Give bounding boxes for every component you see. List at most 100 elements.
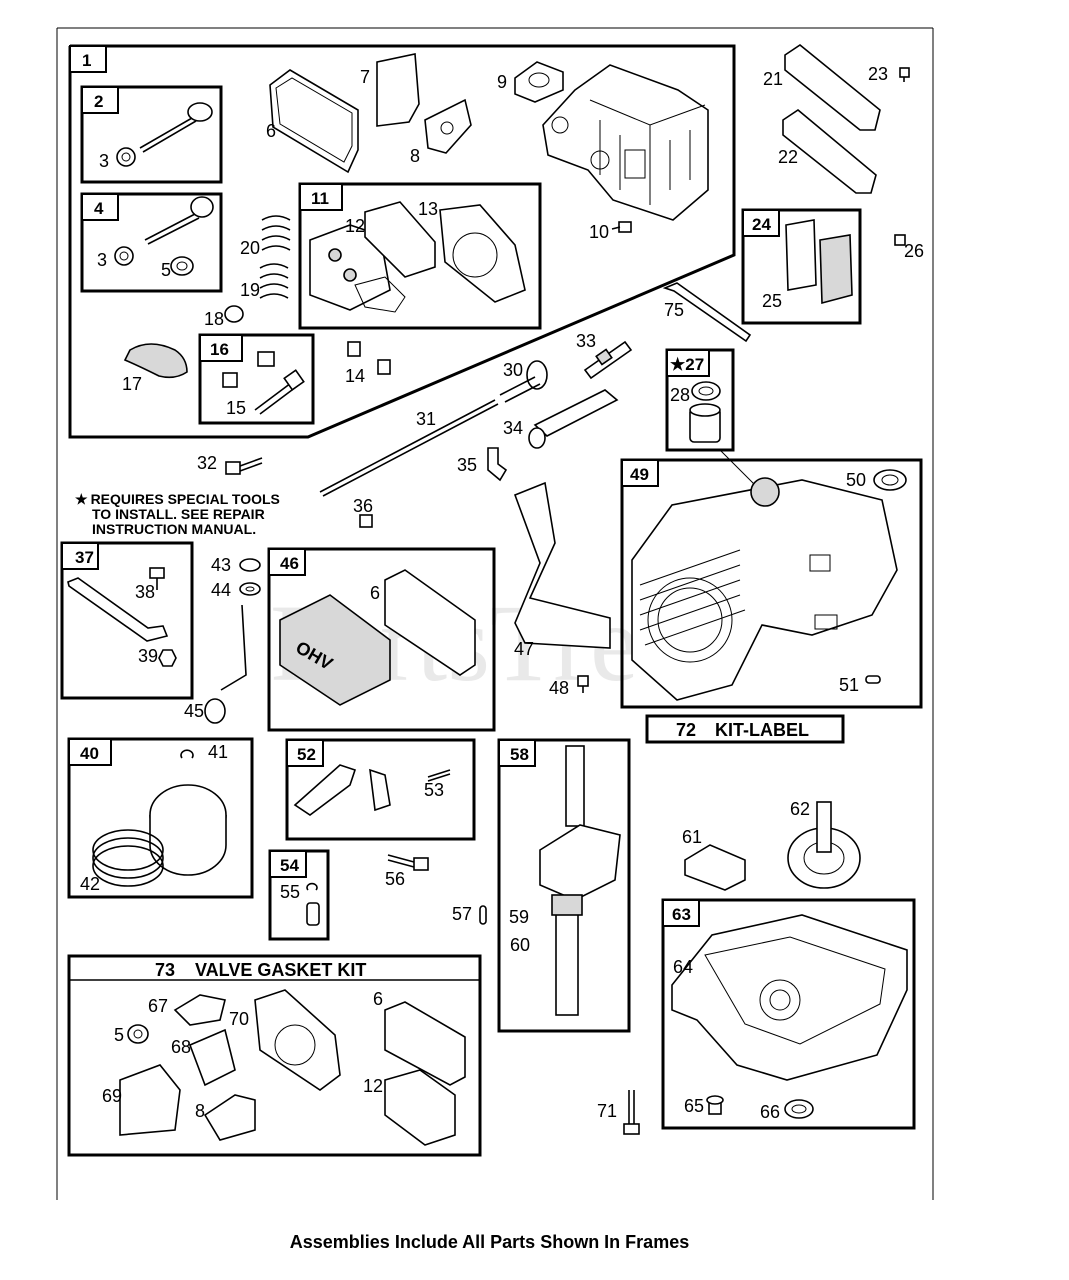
label-65: 65 [684, 1096, 704, 1116]
intake-gasket-icon [424, 98, 472, 154]
push-rod-guide-icon [347, 341, 391, 375]
bolt-icon [149, 567, 165, 590]
label-12a: 12 [345, 216, 365, 236]
label-30: 30 [503, 360, 523, 380]
frame-16-rocker-studs[interactable]: 16 15 [198, 333, 315, 425]
spark-plug-icon [583, 340, 633, 380]
piston-ring-icon [92, 829, 164, 887]
label-26: 26 [904, 241, 924, 261]
label-31: 31 [416, 409, 436, 429]
connecting-rod-icon [293, 764, 357, 816]
frame-54-piston-pin[interactable]: 54 55 [268, 849, 330, 941]
gasket-icon [203, 1094, 256, 1141]
label-60: 60 [510, 935, 530, 955]
label-44: 44 [211, 580, 231, 600]
frame-49-cylinder-block[interactable]: 49 50 51 [620, 458, 923, 709]
washer-icon [239, 558, 261, 596]
frame-52-number: 52 [297, 745, 316, 764]
valve-gasket-kit-number: 73 [155, 960, 175, 980]
label-8b: 8 [195, 1101, 205, 1121]
frame-27-number: ★27 [670, 355, 704, 374]
frame-16-number: 16 [210, 340, 229, 359]
frame-40-piston-assembly[interactable]: 40 41 42 [67, 737, 254, 899]
oil-seal-icon [691, 381, 721, 401]
cylinder-head-icon [542, 64, 709, 221]
label-69: 69 [102, 1086, 122, 1106]
label-13: 13 [418, 199, 438, 219]
screw-icon [894, 234, 906, 246]
rocker-cover-gasket-icon [384, 569, 476, 676]
label-32: 32 [197, 453, 217, 473]
retaining-ring-icon [306, 882, 318, 891]
drain-plug-icon [706, 1095, 724, 1115]
label-21: 21 [763, 69, 783, 89]
label-28: 28 [670, 385, 690, 405]
bolt-icon [623, 1090, 640, 1135]
bolt-icon [611, 221, 632, 233]
frame-58-crankshaft[interactable]: 58 59 60 [497, 738, 631, 1033]
frame-54-number: 54 [280, 856, 299, 875]
label-62: 62 [790, 799, 810, 819]
label-70: 70 [229, 1009, 249, 1029]
frame-2-intake-valve[interactable]: 2 3 [80, 85, 223, 184]
frame-46-rocker-cover[interactable]: 46 OHV 6 [267, 547, 496, 732]
piston-icon [149, 784, 227, 876]
breather-plate-icon [376, 53, 420, 127]
label-17: 17 [122, 374, 142, 394]
valve-cover-gasket-icon [364, 201, 436, 278]
frame-46-number: 46 [280, 554, 299, 573]
frame-63-crankcase-cover[interactable]: 63 64 65 66 [661, 898, 916, 1130]
air-guide-icon [513, 481, 611, 649]
label-14: 14 [345, 366, 365, 386]
label-5b: 5 [114, 1025, 124, 1045]
label-45: 45 [184, 701, 204, 721]
label-20: 20 [240, 238, 260, 258]
oil-seal-icon [784, 1099, 814, 1119]
label-56: 56 [385, 869, 405, 889]
frame-27-seal-kit[interactable]: ★27 28 [665, 348, 735, 452]
label-57: 57 [452, 904, 472, 924]
breather-gasket-icon [309, 224, 391, 311]
screw-icon [899, 67, 910, 82]
label-10: 10 [589, 222, 609, 242]
valve-gasket-kit-frame[interactable]: 73 VALVE GASKET KIT 5 67 68 69 8 70 6 12 [67, 954, 482, 1157]
label-5a: 5 [161, 260, 171, 280]
key-icon [479, 905, 487, 925]
head-gasket-icon [439, 204, 526, 303]
crankshaft-icon [539, 745, 621, 1016]
frame-24-breather-assembly[interactable]: 24 25 [741, 208, 862, 325]
breather-cover-icon [819, 234, 853, 305]
label-75: 75 [664, 300, 684, 320]
label-15: 15 [226, 398, 246, 418]
footer-caption: Assemblies Include All Parts Shown In Fr… [289, 1232, 690, 1252]
label-51: 51 [839, 675, 859, 695]
oil-seal-icon [873, 469, 907, 491]
frame-1-number: 1 [82, 51, 91, 70]
label-3b: 3 [97, 250, 107, 270]
label-64: 64 [673, 957, 693, 977]
frame-52-connecting-rod[interactable]: 52 53 [285, 738, 476, 841]
piston-pin-icon [306, 902, 320, 926]
crankcase-cover-icon [671, 914, 908, 1081]
label-41: 41 [208, 742, 228, 762]
frame-11-cylinder-head-gasket-set[interactable]: 11 12 13 [298, 182, 542, 330]
frame-4-exhaust-valve[interactable]: 4 3 5 [80, 192, 223, 293]
special-tools-note: ★REQUIRES SPECIAL TOOLS TO INSTALL. SEE … [75, 491, 280, 537]
label-34: 34 [503, 418, 523, 438]
rod-bolt-icon [427, 769, 451, 782]
label-61: 61 [682, 827, 702, 847]
frame-1-cylinder-head-assembly[interactable]: 1 [68, 44, 736, 439]
label-12b: 12 [363, 1076, 383, 1096]
frame-4-number: 4 [94, 199, 104, 218]
label-48: 48 [549, 678, 569, 698]
breather-gasket-icon [384, 1069, 456, 1146]
label-50: 50 [846, 470, 866, 490]
label-6b: 6 [370, 583, 380, 603]
rocker-cover-gasket-icon [384, 1001, 466, 1086]
screw-icon [359, 514, 373, 528]
label-53: 53 [424, 780, 444, 800]
kit-label-box[interactable]: 72 KIT-LABEL [645, 714, 845, 744]
frame-37-governor-lever[interactable]: 37 38 39 [60, 541, 194, 700]
valve-keeper-icon [116, 147, 136, 167]
frame-24-number: 24 [752, 215, 771, 234]
